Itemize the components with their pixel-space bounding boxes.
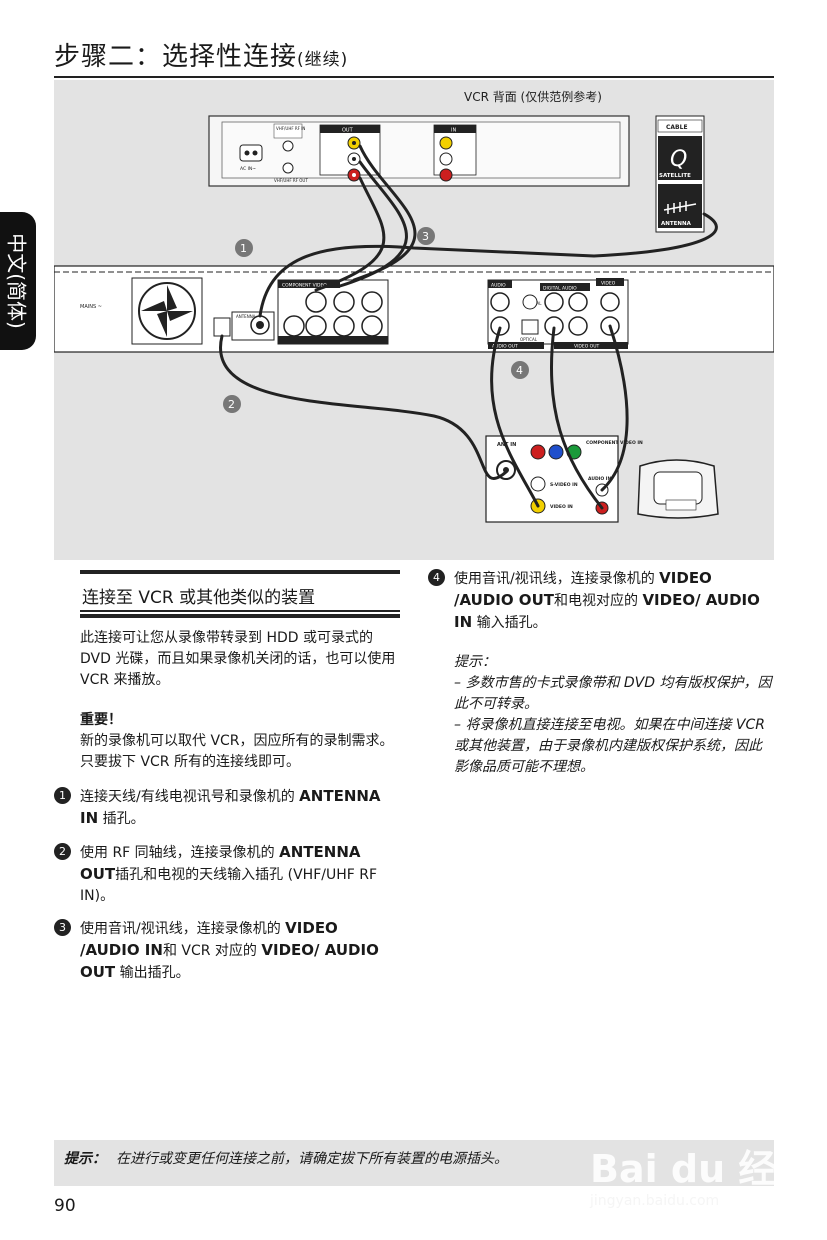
step-4-text-mid: 和电视对应的 [553,593,643,609]
s-video-in-label: S-VIDEO IN [550,482,578,488]
step-1: 1 连接天线/有线电视讯号和录像机的 ANTENNA IN 插孔。 [54,786,394,830]
vcr-in-label: IN [451,128,456,134]
antenna-label: ANTENNA [661,221,692,227]
step-3-number: 3 [54,919,71,936]
step-4-bold: VIDEO /AUDIO OUT [454,569,712,609]
video-label: VIDEO [601,281,616,287]
step-2-bold: ANTENNA OUT [80,843,361,883]
satellite-label: SATELLITE [659,173,691,179]
intro-text: 此连接可让您从录像带转录到 HDD 或可录式的 DVD 光碟，而且如果录像机关闭… [80,630,396,688]
step-2-text-end: 插孔和电视的天线输入插孔 (VHF/UHF RF IN)。 [80,867,378,904]
vcr-caption: VCR 背面 (仅供范例参考) [464,90,602,104]
step-3-text: 使用音讯/视讯线，连接录像机的 [80,921,286,937]
step-2-number: 2 [54,843,71,860]
footer-tip-box: 提示： 在进行或变更任何连接之前，请确定拔下所有装置的电源插头。 [54,1140,774,1186]
section-rule-top [80,570,400,574]
step-1-number: 1 [54,787,71,804]
step-4-text: 使用音讯/视讯线，连接录像机的 [454,571,660,587]
step-1-bold: ANTENNA IN [80,787,381,827]
step-4-bold-2: VIDEO/ AUDIO IN [454,591,760,631]
tv-set [637,459,719,519]
callout-4: 4 [516,364,523,377]
important-heading: 重要！ [80,712,122,728]
audio-out-label: AUDIO OUT [492,344,518,350]
section-rule-bottom-1 [80,610,400,612]
section-title: 连接至 VCR 或其他类似的装置 [82,588,316,608]
tips-heading: 提示： [454,654,496,670]
tv-video-in-label: VIDEO IN [550,504,573,510]
connection-diagram: VCR 背面 (仅供范例参考) AC IN~ VHF/UHF RF IN VHF… [54,80,774,560]
step-1-text-end: 插孔。 [98,811,145,827]
important-text: 新的录像机可以取代 VCR，因应所有的录制需求。只要拔下 VCR 所有的连接线即… [80,733,394,770]
footer-tip-label: 提示： [64,1151,106,1167]
step-3-bold: VIDEO /AUDIO IN [80,919,338,959]
page-title: 步骤二：选择性连接(继续) [54,36,348,73]
vcr-rf-out-label: VHF/UHF RF OUT [274,178,308,183]
tips-line-1: – 多数市售的卡式录像带和 DVD 均有版权保护，因此不可转录。 [454,675,772,712]
component-video-in-label: COMPONENT VIDEO IN [586,440,643,446]
recorder-antenna-label: ANTENNA [236,314,256,319]
watermark: Bai du 经验 jingyan.baidu.com [590,1138,814,1209]
page-title-main: 步骤二：选择性连接 [54,42,298,72]
component-video-label: COMPONENT VIDEO [282,283,327,289]
step-4-text-end: 输入插孔。 [472,615,547,631]
digital-audio-label: DIGITAL AUDIO [543,286,577,292]
connection-cables [219,144,718,510]
section-rule-bottom-2 [80,614,400,618]
mains-label: MAINS ~ [80,304,102,310]
step-3: 3 使用音讯/视讯线，连接录像机的 VIDEO /AUDIO IN和 VCR 对… [54,918,394,984]
step-2-text: 使用 RF 同轴线，连接录像机的 [80,845,280,861]
step-3-bold-2: VIDEO/ AUDIO OUT [80,941,379,981]
vcr-out-label: OUT [342,128,354,134]
step-2: 2 使用 RF 同轴线，连接录像机的 ANTENNA OUT插孔和电视的天线输入… [54,842,394,907]
language-tab-label: 中文(简体) [4,233,29,329]
audio-label: AUDIO [491,283,506,289]
video-out-label: VIDEO OUT [574,344,600,350]
callout-2: 2 [228,398,235,411]
callouts: 1 2 3 4 [223,227,529,413]
step-3-text-mid: 和 VCR 对应的 [162,943,262,959]
footer-tip-message: 在进行或变更任何连接之前，请确定拔下所有装置的电源插头。 [116,1151,508,1167]
tv-audio-in-label: AUDIO IN [588,476,611,482]
language-tab: 中文(简体) [0,212,36,350]
diagram-illustration: AC IN~ VHF/UHF RF IN VHF/UHF RF OUT OUT … [54,115,774,523]
watermark-url: jingyan.baidu.com [590,1193,720,1209]
tv-connector-panel: ANT IN COMPONENT VIDEO IN S-VIDEO IN VID… [485,435,643,523]
vcr-rf-in-label: VHF/UHF RF IN [276,126,305,131]
callout-1: 1 [240,242,247,255]
vcr-ac-in-label: AC IN~ [240,166,256,172]
svg-text:Q: Q [670,147,687,172]
page-title-suffix: (继续) [297,50,349,70]
watermark-brand: Bai du 经验 [590,1147,815,1191]
step-1-text: 连接天线/有线电视讯号和录像机的 [80,789,300,805]
tips-line-2: – 将录像机直接连接至电视。如果在中间连接 VCR 或其他装置，由于录像机内建版… [454,717,765,775]
cable-label: CABLE [666,124,688,131]
title-divider [54,76,774,78]
vcr-rear-panel: AC IN~ VHF/UHF RF IN VHF/UHF RF OUT OUT … [208,115,630,187]
step-3-text-end: 输出插孔。 [115,965,190,981]
antenna-sources: CABLE Q SATELLITE ANTENNA [655,115,705,233]
step-4-number: 4 [428,569,445,586]
step-4: 4 使用音讯/视讯线，连接录像机的 VIDEO /AUDIO OUT和电视对应的… [428,568,774,634]
recorder-rear-panel: MAINS ~ ANTENNA COMPONENT VIDEO AUDIO [54,265,774,353]
optical-label: OPTICAL [520,337,538,342]
callout-3: 3 [422,230,429,243]
page-number: 90 [54,1196,76,1216]
